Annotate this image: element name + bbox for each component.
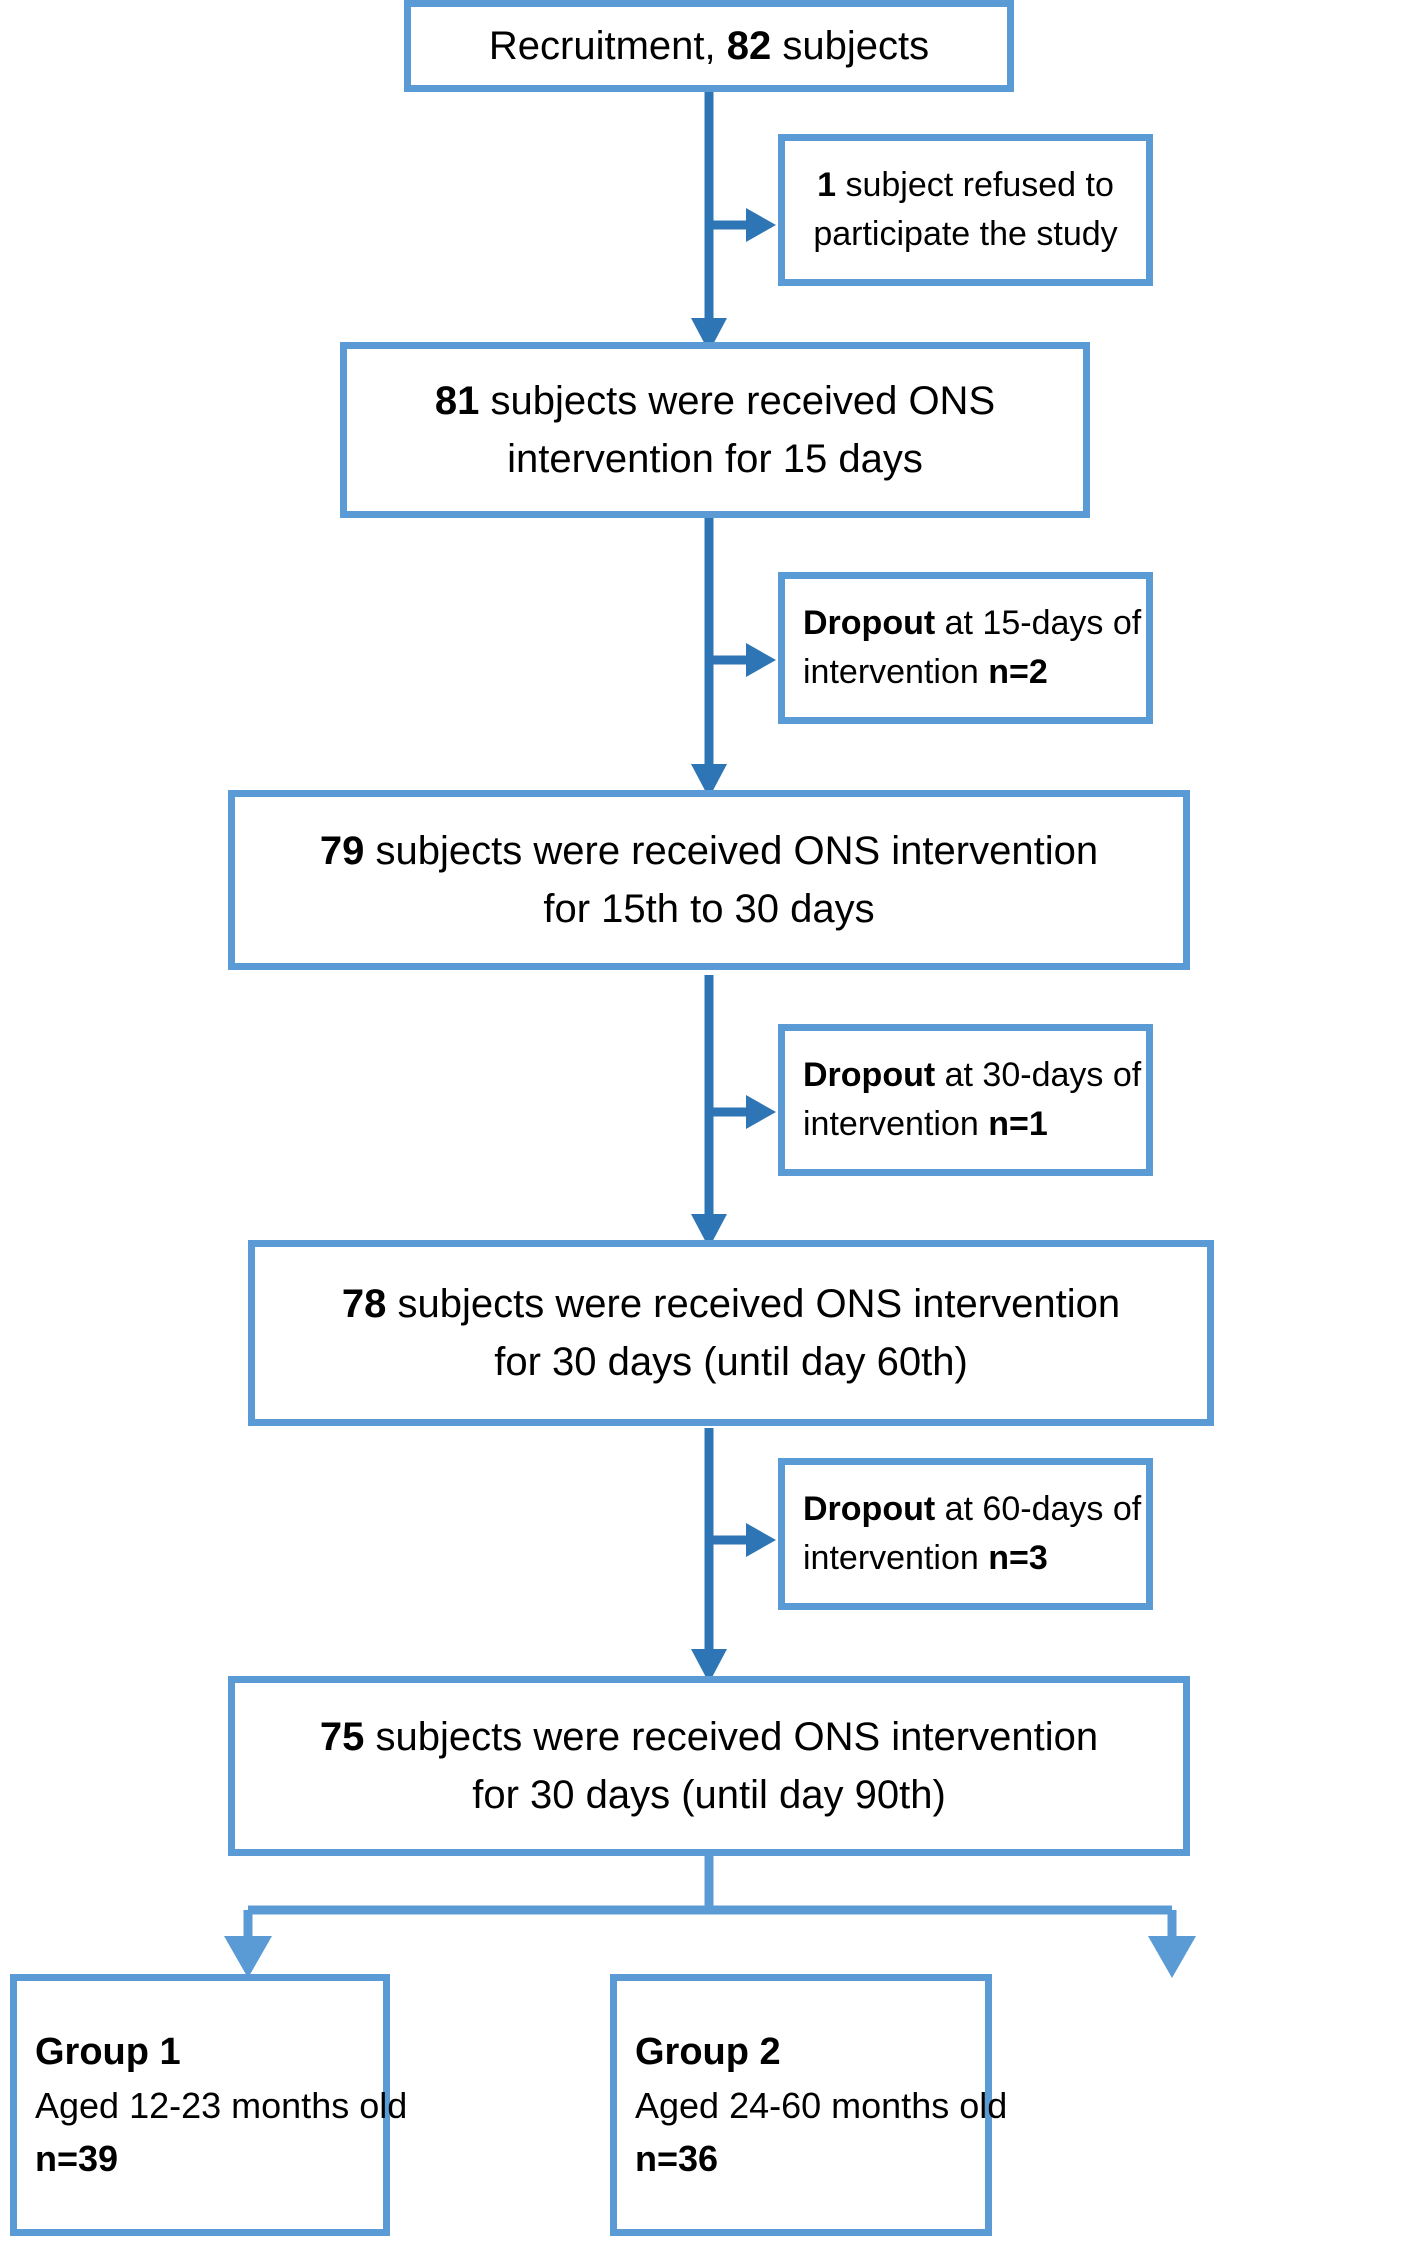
node-group-1-age: Aged 12-23 months old [35, 2085, 408, 2127]
node-refused-participation[interactable]: 1 subject refused to participate the stu… [778, 134, 1153, 286]
node-received-78-line2: for 30 days (until day 60th) [494, 1340, 968, 1384]
connector-received79-to-received78 [691, 975, 727, 1248]
node-dropout-15-line2: intervention n=2 [803, 653, 1048, 691]
node-dropout-30-line1: Dropout at 30-days of [803, 1055, 1142, 1094]
connector-received75-split-to-groups [224, 1855, 1196, 1978]
node-dropout-30-line2: intervention n=1 [803, 1105, 1048, 1143]
node-recruitment-line1: Recruitment, 82 subjects [488, 24, 930, 68]
node-received-81-line1: 81 subjects were received ONS [434, 379, 996, 423]
node-dropout-30-days[interactable]: Dropout at 30-days of intervention n=1 [778, 1024, 1153, 1176]
node-group-2-age: Aged 24-60 months old [635, 2085, 1008, 2127]
connector-branch-to-dropout60 [709, 1523, 776, 1557]
node-dropout-60-line1: Dropout at 60-days of [803, 1489, 1142, 1528]
node-group-1[interactable]: Group 1 Aged 12-23 months old n=39 [10, 1974, 407, 2236]
connector-branch-to-dropout30 [709, 1095, 776, 1129]
node-refused-line2: participate the study [813, 215, 1118, 253]
node-group-1-title: Group 1 [35, 2031, 181, 2074]
node-group-2[interactable]: Group 2 Aged 24-60 months old n=36 [610, 1974, 1007, 2236]
node-received-79[interactable]: 79 subjects were received ONS interventi… [228, 790, 1190, 970]
node-received-79-line2: for 15th to 30 days [543, 887, 875, 931]
node-refused-line1: 1 subject refused to [817, 165, 1114, 204]
node-received-79-line1: 79 subjects were received ONS interventi… [319, 829, 1099, 873]
node-dropout-60-line2: intervention n=3 [803, 1539, 1048, 1577]
node-received-81[interactable]: 81 subjects were received ONS interventi… [340, 342, 1090, 518]
node-dropout-15-days[interactable]: Dropout at 15-days of intervention n=2 [778, 572, 1153, 724]
node-dropout-60-days[interactable]: Dropout at 60-days of intervention n=3 [778, 1458, 1153, 1610]
node-received-81-line2: intervention for 15 days [507, 437, 923, 481]
node-received-75[interactable]: 75 subjects were received ONS interventi… [228, 1676, 1190, 1856]
node-group-2-title: Group 2 [635, 2031, 781, 2074]
node-received-78-line1: 78 subjects were received ONS interventi… [341, 1282, 1121, 1326]
node-group-1-count: n=39 [35, 2137, 119, 2179]
node-received-78[interactable]: 78 subjects were received ONS interventi… [248, 1240, 1214, 1426]
node-received-75-line1: 75 subjects were received ONS interventi… [319, 1715, 1099, 1759]
connector-branch-to-refused [709, 208, 776, 242]
node-recruitment[interactable]: Recruitment, 82 subjects [404, 0, 1014, 92]
connector-recruitment-to-received81 [691, 90, 727, 352]
node-dropout-15-line1: Dropout at 15-days of [803, 603, 1142, 642]
connector-branch-to-dropout15 [709, 643, 776, 677]
node-received-75-line2: for 30 days (until day 90th) [472, 1773, 946, 1817]
connector-received78-to-received75 [691, 1428, 727, 1683]
connector-received81-to-received79 [691, 515, 727, 798]
node-group-2-count: n=36 [635, 2137, 719, 2179]
